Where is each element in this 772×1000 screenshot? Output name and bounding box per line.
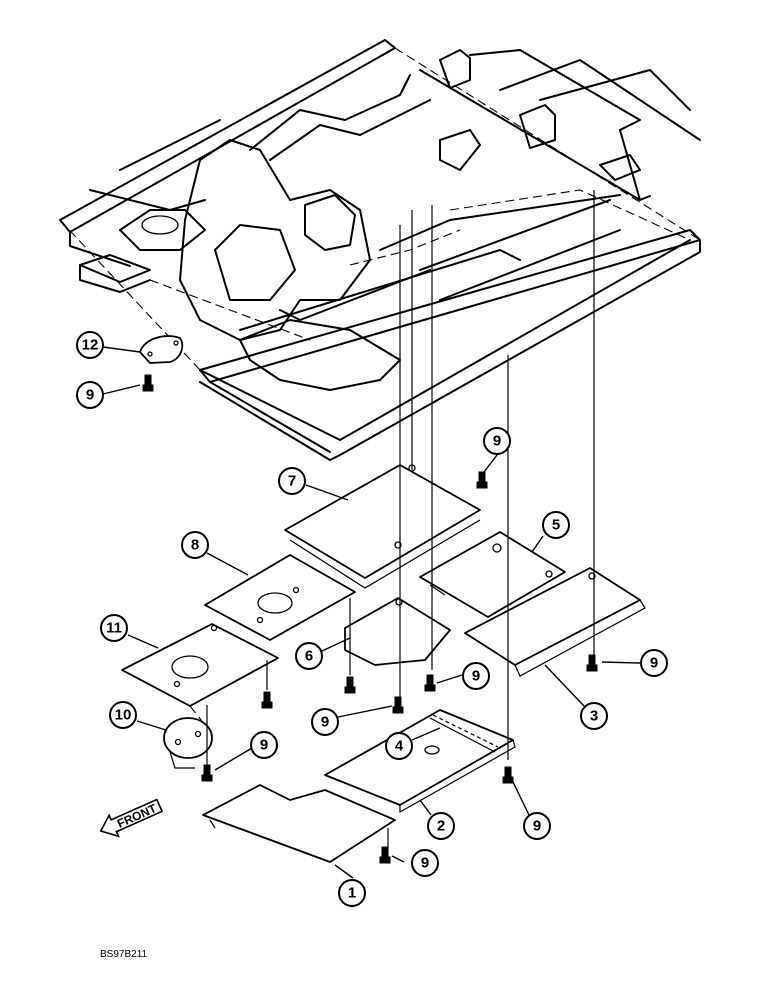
svg-text:9: 9 bbox=[421, 855, 429, 872]
callout-4: 4 bbox=[385, 732, 413, 760]
plate-7 bbox=[284, 464, 481, 589]
svg-text:1: 1 bbox=[348, 885, 356, 902]
svg-text:8: 8 bbox=[191, 537, 199, 554]
leader-lines bbox=[102, 346, 641, 879]
callout-10: 10 bbox=[109, 701, 137, 729]
svg-text:7: 7 bbox=[288, 473, 296, 490]
drawing-code: BS97B211 bbox=[100, 949, 148, 960]
callout-3: 3 bbox=[580, 702, 608, 730]
callout-9: 9 bbox=[483, 427, 511, 455]
svg-text:9: 9 bbox=[86, 387, 94, 404]
svg-text:5: 5 bbox=[552, 517, 560, 534]
plate-4-2 bbox=[324, 709, 516, 814]
callout-8: 8 bbox=[181, 531, 209, 559]
svg-text:9: 9 bbox=[650, 655, 658, 672]
front-label: FRONT bbox=[115, 801, 159, 831]
callout-12: 12 bbox=[76, 331, 104, 359]
svg-text:9: 9 bbox=[533, 818, 541, 835]
svg-text:2: 2 bbox=[437, 818, 445, 835]
svg-text:3: 3 bbox=[590, 708, 598, 725]
front-direction-arrow: FRONT bbox=[99, 798, 164, 838]
svg-text:9: 9 bbox=[472, 668, 480, 685]
callout-9: 9 bbox=[250, 731, 278, 759]
svg-text:10: 10 bbox=[115, 707, 132, 724]
plate-1 bbox=[202, 784, 396, 863]
callout-9: 9 bbox=[411, 849, 439, 877]
svg-text:12: 12 bbox=[82, 337, 99, 354]
callout-9: 9 bbox=[462, 662, 490, 690]
svg-text:9: 9 bbox=[260, 737, 268, 754]
bolts bbox=[142, 374, 598, 864]
svg-text:11: 11 bbox=[106, 620, 122, 637]
upper-frame bbox=[59, 39, 701, 461]
plate-11 bbox=[121, 623, 279, 726]
callout-1: 1 bbox=[338, 879, 366, 907]
plate-10-cover bbox=[163, 717, 213, 769]
callout-2: 2 bbox=[427, 812, 455, 840]
callout-9: 9 bbox=[640, 649, 668, 677]
cover-12 bbox=[139, 335, 184, 364]
callout-5: 5 bbox=[542, 511, 570, 539]
svg-text:4: 4 bbox=[395, 738, 404, 755]
svg-text:6: 6 bbox=[305, 648, 313, 665]
svg-text:9: 9 bbox=[493, 433, 501, 450]
plate-8 bbox=[204, 554, 356, 641]
callout-9: 9 bbox=[76, 381, 104, 409]
callout-11: 11 bbox=[100, 614, 128, 642]
callout-6: 6 bbox=[295, 642, 323, 670]
callout-9: 9 bbox=[523, 812, 551, 840]
callout-9: 9 bbox=[311, 708, 339, 736]
plate-6 bbox=[344, 597, 451, 666]
callout-7: 7 bbox=[278, 467, 306, 495]
assembly-lines bbox=[206, 190, 595, 848]
svg-text:9: 9 bbox=[321, 714, 329, 731]
